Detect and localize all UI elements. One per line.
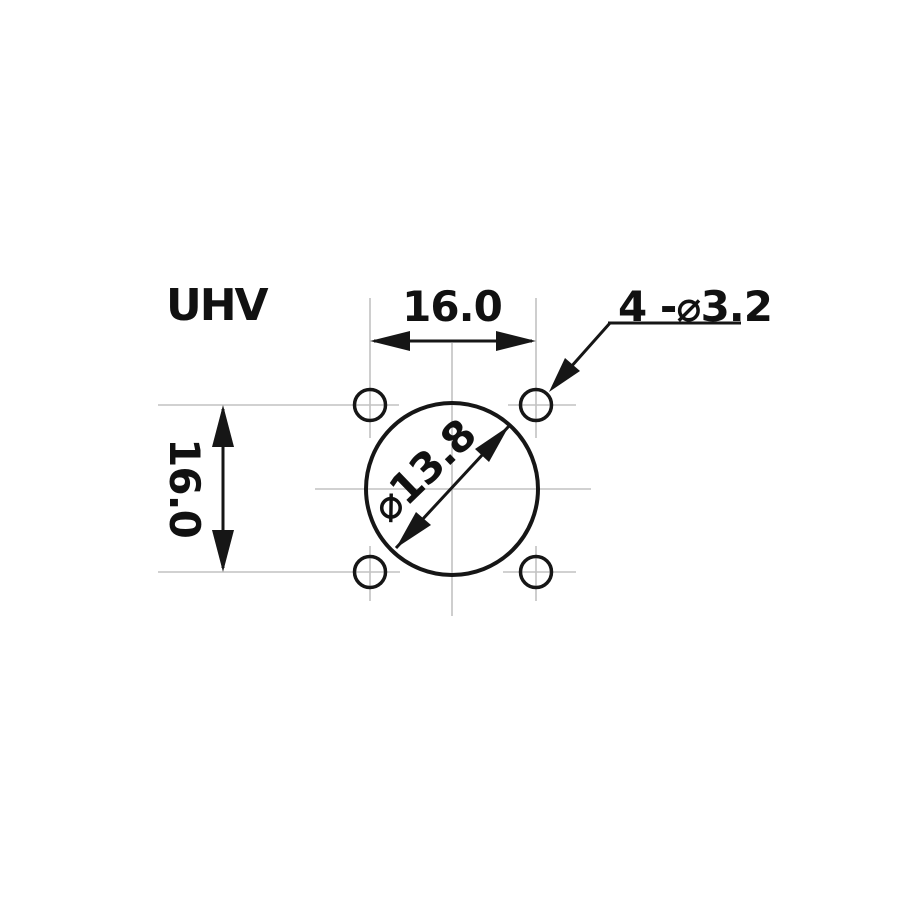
leader-arrowhead-icon xyxy=(549,358,580,392)
arrowhead-down-icon xyxy=(212,530,234,572)
centerlines xyxy=(158,298,591,616)
mounting-holes xyxy=(352,387,554,590)
mounting-hole-top-left xyxy=(352,387,388,423)
hole-callout-leader xyxy=(549,321,741,392)
arrowhead-upper-right-icon xyxy=(475,426,509,462)
drawing-title: UHV xyxy=(166,280,269,331)
mounting-hole-top-right xyxy=(518,387,554,423)
dimension-left-vertical xyxy=(212,405,234,572)
hole-callout-value: 4 -⌀3.2 xyxy=(618,282,773,331)
mounting-hole-bottom-left xyxy=(352,554,388,590)
arrowhead-up-icon xyxy=(212,405,234,447)
arrowhead-lower-left-icon xyxy=(396,512,431,548)
dimension-value-left-spacing: 16.0 xyxy=(160,438,209,538)
arrowhead-left-icon xyxy=(370,331,410,351)
center-circle-outline xyxy=(364,401,540,577)
dimension-value-top-spacing: 16.0 xyxy=(402,282,503,331)
mounting-hole-bottom-right xyxy=(518,554,554,590)
dimension-top-horizontal xyxy=(370,331,536,351)
dimension-diameter-diagonal xyxy=(394,424,511,550)
arrowhead-right-icon xyxy=(496,331,536,351)
